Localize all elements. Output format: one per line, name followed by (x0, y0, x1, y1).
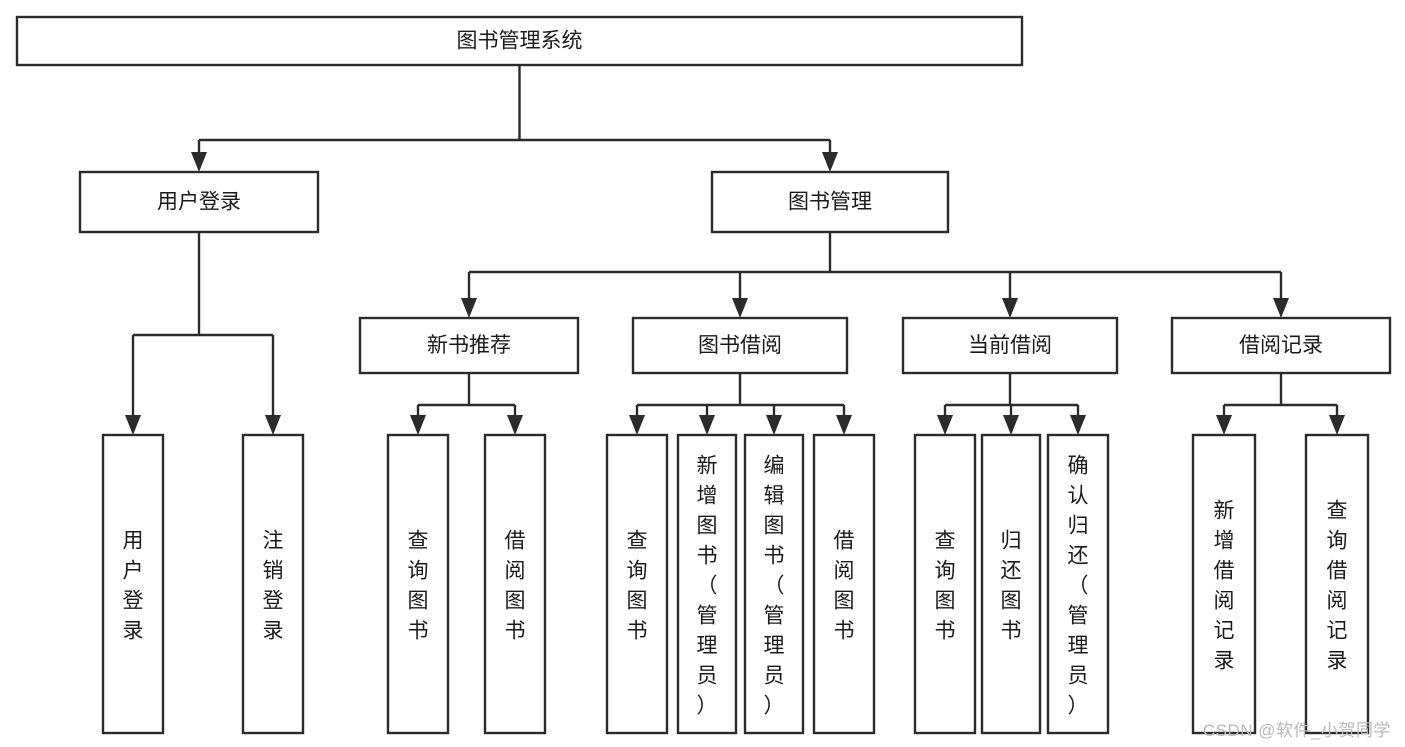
node-leaf-user-login-label: 用户登录 (123, 529, 144, 642)
node-leaf-bor-query-book-label: 查询图书 (627, 529, 648, 642)
arrow-head-icon (1216, 415, 1232, 435)
node-leaf-bor-borrow-book[interactable]: 借阅图书 (812, 433, 876, 735)
node-root[interactable]: 图书管理系统 (15, 15, 1024, 67)
arrow-head-icon (265, 415, 281, 435)
node-leaf-rec-add-record[interactable]: 新增借阅记录 (1191, 433, 1257, 735)
node-root-label: 图书管理系统 (457, 30, 583, 53)
node-leaf-cur-return-book-box (980, 433, 1042, 735)
node-leaf-rec-query-book-label: 查询图书 (408, 529, 429, 642)
arrow-head-icon (1273, 298, 1289, 318)
node-leaf-cur-confirm-return[interactable]: 确认归还（管理员） (1046, 433, 1110, 735)
node-new-book-recommend-box (358, 316, 580, 375)
arrow-head-icon (732, 298, 748, 318)
node-leaf-bor-edit-book-label: 编辑图书（管理员） (764, 454, 785, 717)
node-leaf-cur-return-book[interactable]: 归还图书 (980, 433, 1042, 735)
arrow-head-icon (125, 415, 141, 435)
node-leaf-bor-edit-book-box (743, 433, 805, 735)
node-user-login-box (78, 170, 320, 234)
node-leaf-user-logout[interactable]: 注销登录 (241, 433, 305, 735)
node-borrow-record-label: 借阅记录 (1239, 334, 1323, 357)
arrow-head-icon (1329, 415, 1345, 435)
node-leaf-rec-query-book-box (386, 433, 450, 735)
arrow-head-icon (1003, 415, 1019, 435)
node-leaf-rec-query-record-box (1304, 433, 1370, 735)
node-borrow-record[interactable]: 借阅记录 (1170, 316, 1392, 375)
node-leaf-rec-add-record-box (1191, 433, 1257, 735)
node-leaf-user-login-box (101, 433, 165, 735)
node-leaf-bor-edit-book[interactable]: 编辑图书（管理员） (743, 433, 805, 735)
arrow-head-icon (410, 415, 426, 435)
arrow-head-icon (766, 415, 782, 435)
node-leaf-bor-query-book-box (605, 433, 669, 735)
node-leaf-bor-borrow-book-box (812, 433, 876, 735)
node-book-borrow-box (631, 316, 849, 375)
arrow-head-icon (191, 152, 207, 172)
node-user-login[interactable]: 用户登录 (78, 170, 320, 234)
node-leaf-rec-query-book[interactable]: 查询图书 (386, 433, 450, 735)
node-leaf-cur-query-book[interactable]: 查询图书 (913, 433, 977, 735)
node-new-book-recommend[interactable]: 新书推荐 (358, 316, 580, 375)
node-book-manage[interactable]: 图书管理 (710, 170, 950, 234)
node-new-book-recommend-label: 新书推荐 (427, 334, 511, 357)
connector-layer (125, 65, 1345, 435)
node-book-manage-label: 图书管理 (788, 191, 872, 214)
node-current-borrow-box (901, 316, 1119, 375)
node-layer: 图书管理系统用户登录图书管理新书推荐图书借阅当前借阅借阅记录用户登录注销登录查询… (15, 15, 1392, 735)
node-book-manage-box (710, 170, 950, 234)
node-current-borrow[interactable]: 当前借阅 (901, 316, 1119, 375)
node-root-box (15, 15, 1024, 67)
node-user-login-label: 用户登录 (157, 191, 241, 214)
node-book-borrow[interactable]: 图书借阅 (631, 316, 849, 375)
arrow-head-icon (836, 415, 852, 435)
node-book-borrow-label: 图书借阅 (698, 334, 782, 357)
arrow-head-icon (937, 415, 953, 435)
node-leaf-cur-confirm-return-label: 确认归还（管理员） (1068, 454, 1089, 717)
node-leaf-bor-add-book-box (676, 433, 738, 735)
node-leaf-cur-query-book-box (913, 433, 977, 735)
node-leaf-bor-add-book[interactable]: 新增图书（管理员） (676, 433, 738, 735)
node-leaf-bor-borrow-book-label: 借阅图书 (834, 529, 855, 642)
node-leaf-bor-query-book[interactable]: 查询图书 (605, 433, 669, 735)
arrow-head-icon (461, 298, 477, 318)
csdn-watermark: CSDN @软件_小贺同学 (1202, 721, 1391, 740)
node-leaf-bor-add-book-label: 新增图书（管理员） (697, 454, 718, 717)
node-current-borrow-label: 当前借阅 (968, 334, 1052, 357)
node-leaf-rec-add-record-label: 新增借阅记录 (1214, 499, 1235, 672)
node-leaf-rec-borrow-book-label: 借阅图书 (505, 529, 526, 642)
arrow-head-icon (822, 152, 838, 172)
node-leaf-rec-query-record[interactable]: 查询借阅记录 (1304, 433, 1370, 735)
node-leaf-rec-borrow-book-box (483, 433, 547, 735)
node-leaf-cur-query-book-label: 查询图书 (935, 529, 956, 642)
node-borrow-record-box (1170, 316, 1392, 375)
node-leaf-rec-query-record-label: 查询借阅记录 (1327, 499, 1348, 672)
arrow-head-icon (1070, 415, 1086, 435)
node-leaf-cur-return-book-label: 归还图书 (1001, 529, 1022, 642)
node-leaf-user-logout-label: 注销登录 (263, 529, 284, 642)
arrow-head-icon (629, 415, 645, 435)
node-leaf-cur-confirm-return-box (1046, 433, 1110, 735)
node-leaf-user-logout-box (241, 433, 305, 735)
node-leaf-user-login[interactable]: 用户登录 (101, 433, 165, 735)
arrow-head-icon (1002, 298, 1018, 318)
arrow-head-icon (507, 415, 523, 435)
node-leaf-rec-borrow-book[interactable]: 借阅图书 (483, 433, 547, 735)
arrow-head-icon (699, 415, 715, 435)
